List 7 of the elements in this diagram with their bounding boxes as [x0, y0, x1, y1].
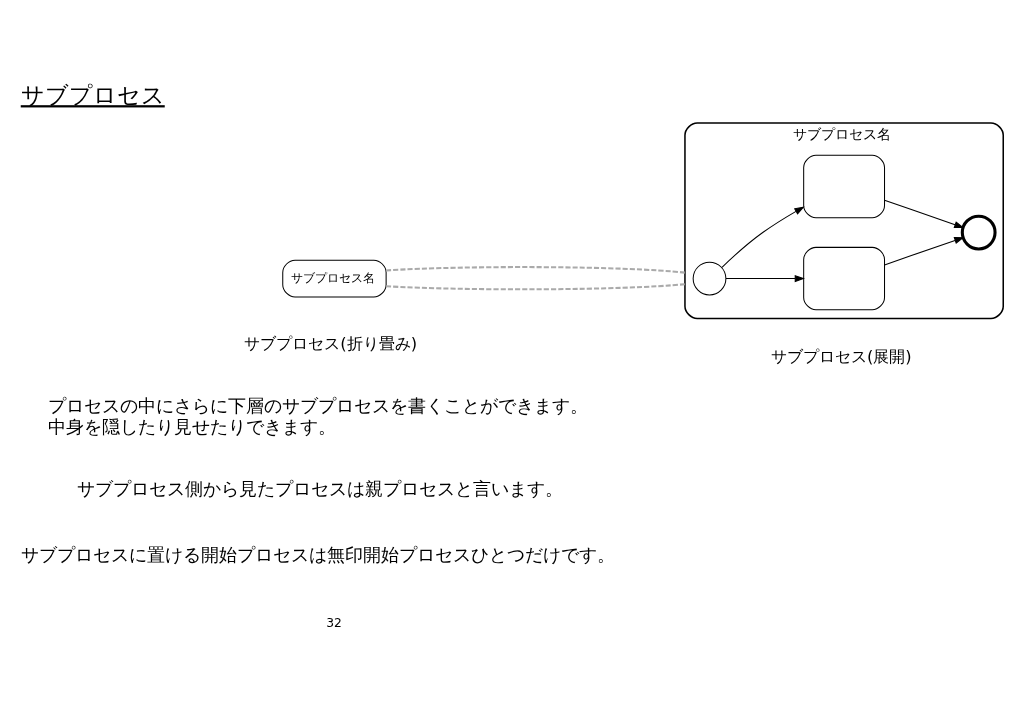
diagram-title: サブプロセス: [20, 82, 165, 109]
label: 32: [326, 615, 342, 630]
label: サブプロセス側から見たプロセスは親プロセスと言います。: [77, 477, 564, 499]
label: プロセスの中にさらに下層のサブプロセスを書くことができます。中身を隠したり見せたりできます。: [48, 395, 589, 437]
node-label: サブプロセス(折り畳み): [244, 334, 418, 353]
node-label: サブプロセス(展開): [770, 347, 912, 367]
label: サブプロセスに置ける開始プロセスは無印開始プロセスひとつだけです。: [20, 544, 615, 566]
